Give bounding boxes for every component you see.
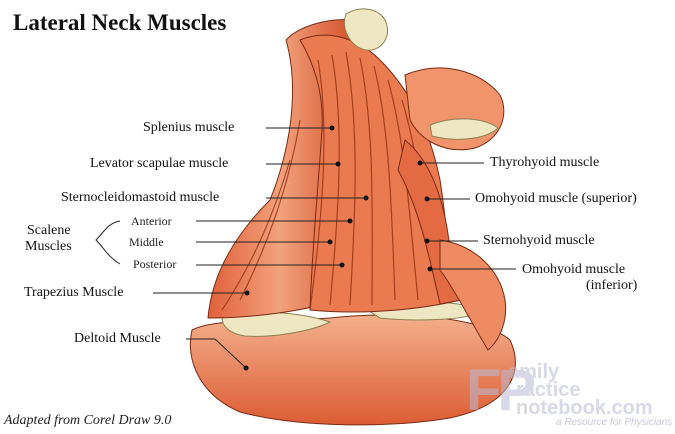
label-sternocleidomastoid: Sternocleidomastoid muscle xyxy=(61,190,219,206)
label-scalene-group: Scalene xyxy=(27,223,71,239)
label-splenius: Splenius muscle xyxy=(143,120,234,136)
diagram-title: Lateral Neck Muscles xyxy=(13,10,226,36)
source-credit: Adapted from Corel Draw 9.0 xyxy=(4,413,171,429)
label-levator-scapulae: Levator scapulae muscle xyxy=(90,156,228,172)
label-trapezius: Trapezius Muscle xyxy=(24,285,123,301)
label-scalene-middle: Middle xyxy=(129,235,164,250)
label-omohyoid-inferior-line2: (inferior) xyxy=(586,278,637,294)
label-deltoid: Deltoid Muscle xyxy=(74,331,161,347)
label-scalene-anterior: Anterior xyxy=(131,214,172,229)
label-omohyoid-inferior: Omohyoid muscle xyxy=(522,262,625,278)
label-scalene-group-line2: Muscles xyxy=(25,239,72,255)
watermark-tagline: a Resource for Physicians xyxy=(556,417,672,428)
label-scalene-posterior: Posterior xyxy=(133,257,176,272)
label-thyrohyoid: Thyrohyoid muscle xyxy=(490,155,599,171)
label-omohyoid-superior: Omohyoid muscle (superior) xyxy=(475,191,637,207)
label-sternohyoid: Sternohyoid muscle xyxy=(483,233,595,249)
watermark-logo: FP amily ractice notebook.com a Resource… xyxy=(466,355,672,433)
